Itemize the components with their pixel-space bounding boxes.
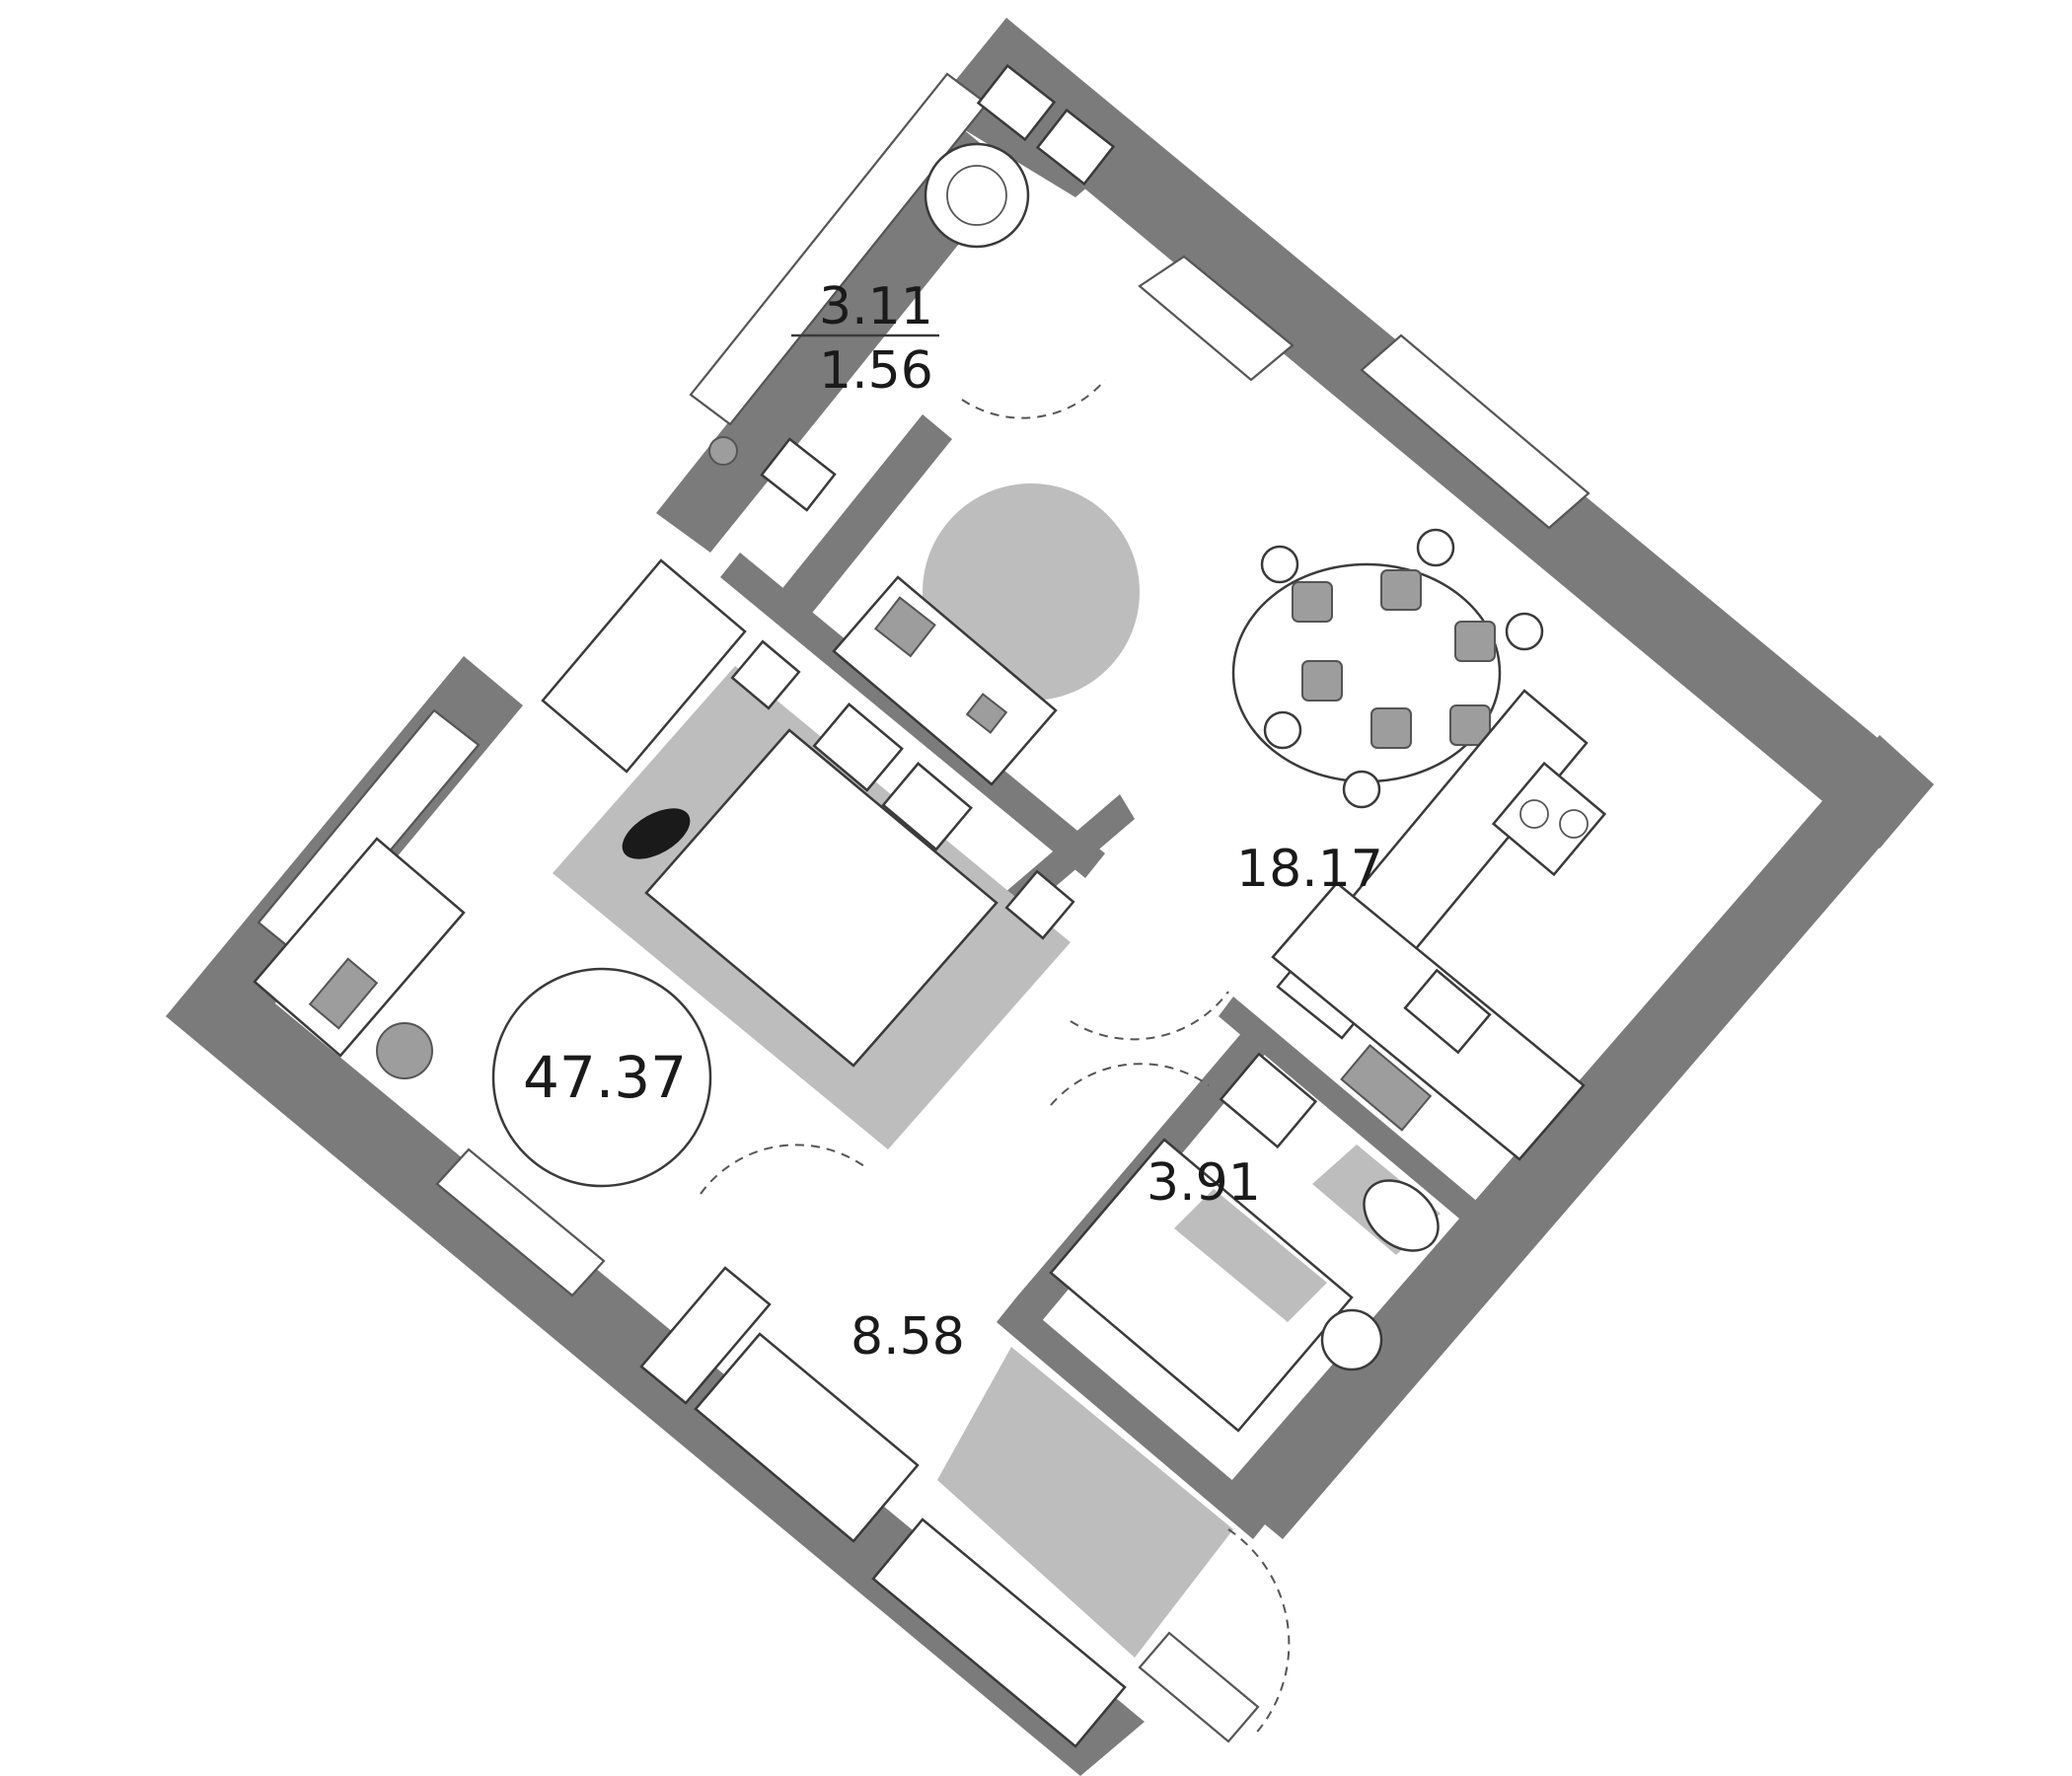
dining-plates [1292, 569, 1496, 749]
door-swings [700, 379, 1291, 1738]
bathroom: 3.91 [1049, 1052, 1441, 1433]
balcony-area-top: 3.11 [819, 277, 933, 336]
kitchen-living-area: 18.17 [1236, 840, 1383, 899]
hallway: 8.58 [639, 1266, 1260, 1748]
total-area: 47.37 [523, 1044, 687, 1111]
keyboard-icon [308, 957, 379, 1030]
toilet [1363, 1179, 1440, 1252]
hob [1340, 1044, 1433, 1132]
kitchen-living-room: 18.17 [832, 255, 1607, 1161]
sink [1403, 968, 1492, 1055]
desk-chair [376, 1022, 433, 1079]
balcony: 3.11 1.56 [689, 63, 1116, 512]
stove [1491, 761, 1607, 877]
bathroom-sink [1320, 1308, 1383, 1371]
dining-table [1231, 562, 1502, 783]
dog-icon [622, 808, 691, 859]
total-area-circle [491, 967, 712, 1188]
hallway-area: 8.58 [851, 1307, 965, 1367]
bathroom-area: 3.91 [1147, 1153, 1261, 1213]
bedroom: 47.37 [253, 558, 1075, 1297]
balcony-area-bottom: 1.56 [819, 341, 933, 401]
hallway-rug [937, 1347, 1233, 1658]
washing-machine [1219, 1052, 1318, 1149]
bed [644, 728, 999, 1068]
